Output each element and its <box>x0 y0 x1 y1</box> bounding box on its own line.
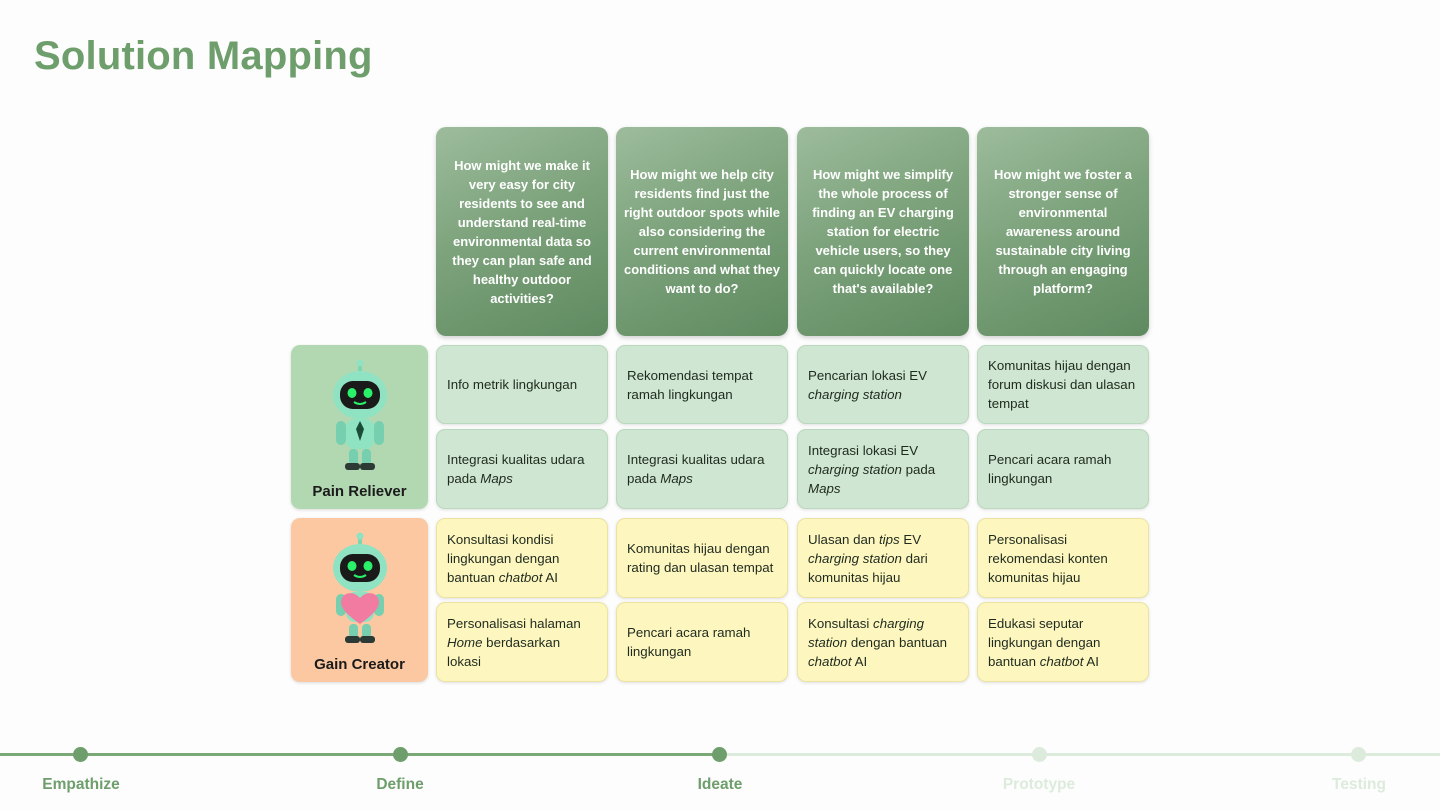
step-define[interactable]: Define <box>376 776 424 793</box>
step-dot-prototype[interactable] <box>1032 747 1047 762</box>
page-title: Solution Mapping <box>34 34 373 78</box>
pain-cell-4-2: Pencari acara ramah lingkungan <box>977 429 1149 509</box>
hmw-card-3: How might we simplify the whole process … <box>797 127 969 336</box>
gain-cell-1-1: Konsultasi kondisi lingkungan dengan ban… <box>436 518 608 598</box>
step-dot-empathize[interactable] <box>73 747 88 762</box>
heart-icon <box>340 593 380 624</box>
step-prototype[interactable]: Prototype <box>1002 776 1076 793</box>
pain-reliever-label: Pain Reliever <box>291 345 428 509</box>
step-ideate[interactable]: Ideate <box>697 776 743 793</box>
hmw-card-4: How might we foster a stronger sense of … <box>977 127 1149 336</box>
pain-reliever-text: Pain Reliever <box>312 483 407 500</box>
step-dot-ideate[interactable] <box>712 747 727 762</box>
pain-cell-3-2: Integrasi lokasi EV charging station pad… <box>797 429 969 509</box>
timeline-completed <box>0 753 720 756</box>
gain-cell-1-2: Personalisasi halaman Home berdasarkan l… <box>436 602 608 682</box>
step-dot-testing[interactable] <box>1351 747 1366 762</box>
gain-cell-4-1: Personalisasi rekomendasi konten komunit… <box>977 518 1149 598</box>
step-dot-define[interactable] <box>393 747 408 762</box>
timeline-remaining <box>720 753 1440 756</box>
hmw-card-2: How might we help city residents find ju… <box>616 127 788 336</box>
pain-cell-2-1: Rekomendasi tempat ramah lingkungan <box>616 345 788 424</box>
gain-creator-text: Gain Creator <box>314 656 405 673</box>
gain-cell-3-2: Konsultasi charging station dengan bantu… <box>797 602 969 682</box>
robot-icon <box>333 359 387 470</box>
progress-timeline <box>0 753 1440 756</box>
step-empathize[interactable]: Empathize <box>42 776 120 793</box>
gain-cell-3-1: Ulasan dan tips EV charging station dari… <box>797 518 969 598</box>
gain-creator-label: Gain Creator <box>291 518 428 682</box>
pain-cell-3-1: Pencarian lokasi EV charging station <box>797 345 969 424</box>
pain-cell-4-1: Komunitas hijau dengan forum diskusi dan… <box>977 345 1149 424</box>
step-testing[interactable]: Testing <box>1332 776 1386 793</box>
pain-cell-1-1: Info metrik lingkungan <box>436 345 608 424</box>
hmw-card-1: How might we make it very easy for city … <box>436 127 608 336</box>
robot-icon <box>333 532 387 643</box>
gain-cell-2-2: Pencari acara ramah lingkungan <box>616 602 788 682</box>
gain-cell-2-1: Komunitas hijau dengan rating dan ulasan… <box>616 518 788 598</box>
pain-cell-1-2: Integrasi kualitas udara pada Maps <box>436 429 608 509</box>
gain-cell-4-2: Edukasi seputar lingkungan dengan bantua… <box>977 602 1149 682</box>
pain-cell-2-2: Integrasi kualitas udara pada Maps <box>616 429 788 509</box>
